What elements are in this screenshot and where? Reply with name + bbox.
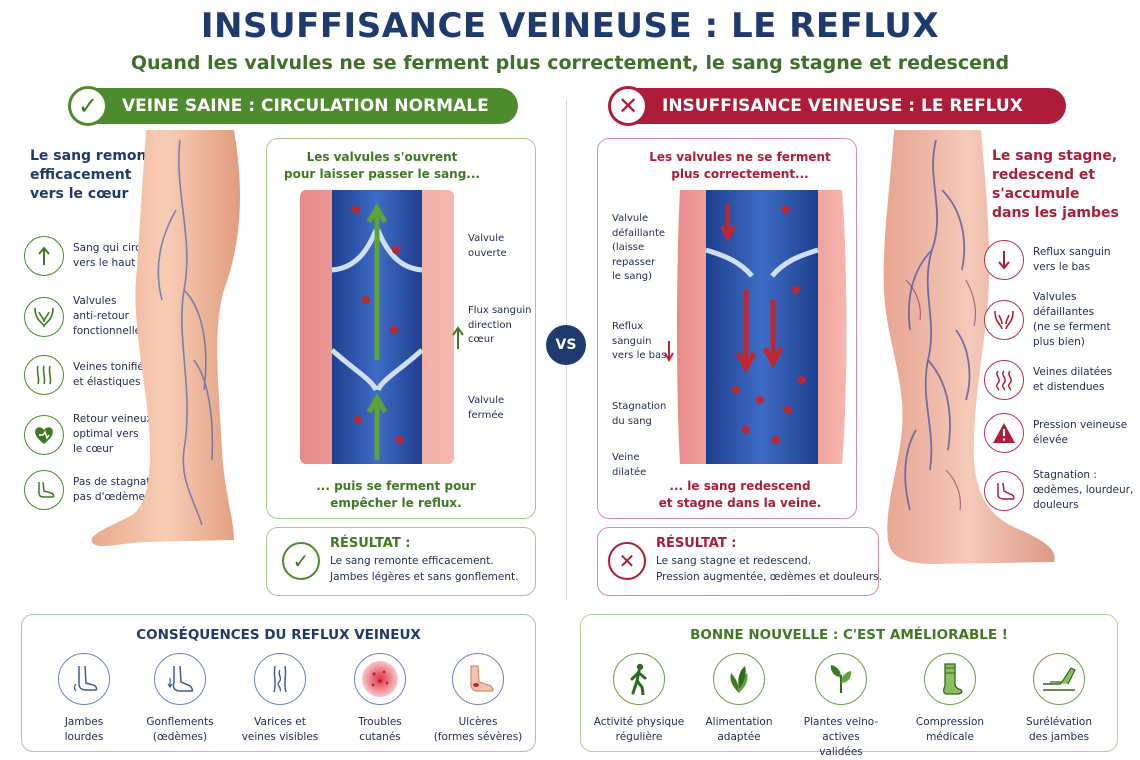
arrow-up-icon — [24, 236, 64, 276]
healthy-result-line: Jambes légères et sans gonflement. — [330, 571, 519, 583]
reflux-vein-diagram — [677, 190, 847, 464]
result-check-icon: ✓ — [282, 542, 320, 580]
reflux-result-title: RÉSULTAT : — [656, 536, 737, 551]
skin-icon — [354, 653, 406, 705]
good-news-box: BONNE NOUVELLE : C'EST AMÉLIORABLE ! Act… — [580, 614, 1118, 758]
broken-valve-icon — [984, 300, 1024, 340]
foot-icon — [24, 470, 64, 510]
healthy-result-title: RÉSULTAT : — [330, 536, 411, 551]
page-title: INSUFFISANCE VEINEUSE : LE REFLUX — [200, 6, 940, 46]
healthy-feature: Pas de stagnation,pas d'œdème — [24, 470, 170, 510]
cross-icon: ✕ — [608, 86, 648, 126]
leaves-icon — [713, 653, 765, 705]
healthy-leg-illustration — [91, 130, 240, 547]
healthy-banner: ✓ VEINE SAINE : CIRCULATION NORMALE — [68, 86, 518, 126]
reflux-result-line: Le sang stagne et redescend. — [656, 555, 812, 567]
healthy-banner-label: VEINE SAINE : CIRCULATION NORMALE — [122, 96, 489, 116]
reflux-leg-illustration — [883, 130, 1055, 564]
healthy-result-line: Le sang remonte efficacement. — [330, 555, 494, 567]
reflux-result-box — [597, 527, 879, 596]
good-news-title: BONNE NOUVELLE : C'EST AMÉLIORABLE ! — [690, 627, 1008, 643]
leg-raise-icon — [1033, 653, 1085, 705]
flow-up-arrow-icon — [452, 326, 464, 349]
page-subtitle: Quand les valvules ne se ferment plus co… — [130, 52, 1010, 74]
wavy-veins-icon — [984, 360, 1024, 400]
vein-lines-icon — [24, 355, 64, 395]
valve-icon — [24, 296, 64, 337]
check-icon: ✓ — [68, 86, 108, 126]
result-cross-icon: ✕ — [608, 542, 646, 580]
reflux-banner-label: INSUFFISANCE VEINEUSE : LE REFLUX — [662, 96, 1023, 116]
swelling-icon — [154, 653, 206, 705]
consequences-title: CONSÉQUENCES DU REFLUX VEINEUX — [136, 627, 421, 643]
varicose-icon — [254, 653, 306, 705]
ulcer-icon — [452, 653, 504, 705]
vs-badge: VS — [546, 325, 586, 365]
plant-icon — [815, 653, 867, 705]
reflux-banner: ✕ INSUFFISANCE VEINEUSE : LE REFLUX — [608, 86, 1066, 126]
reflux-feature: Stagnation :œdèmes, lourdeur,douleurs — [984, 468, 1133, 513]
swollen-foot-icon — [984, 470, 1024, 511]
heart-icon — [24, 414, 64, 455]
consequence-item: Ulcères(formes sévères) — [426, 653, 530, 745]
healthy-vein-diagram — [300, 190, 454, 464]
heavy-legs-icon — [58, 653, 110, 705]
stocking-icon — [924, 653, 976, 705]
consequence-item: Gonflements(œdèmes) — [128, 653, 232, 745]
arrow-down-icon — [984, 240, 1024, 280]
walking-icon — [613, 653, 665, 705]
flow-down-arrow-icon — [664, 341, 674, 362]
reflux-result-line: Pression augmentée, œdèmes et douleurs. — [656, 571, 882, 583]
warning-icon — [984, 413, 1024, 453]
